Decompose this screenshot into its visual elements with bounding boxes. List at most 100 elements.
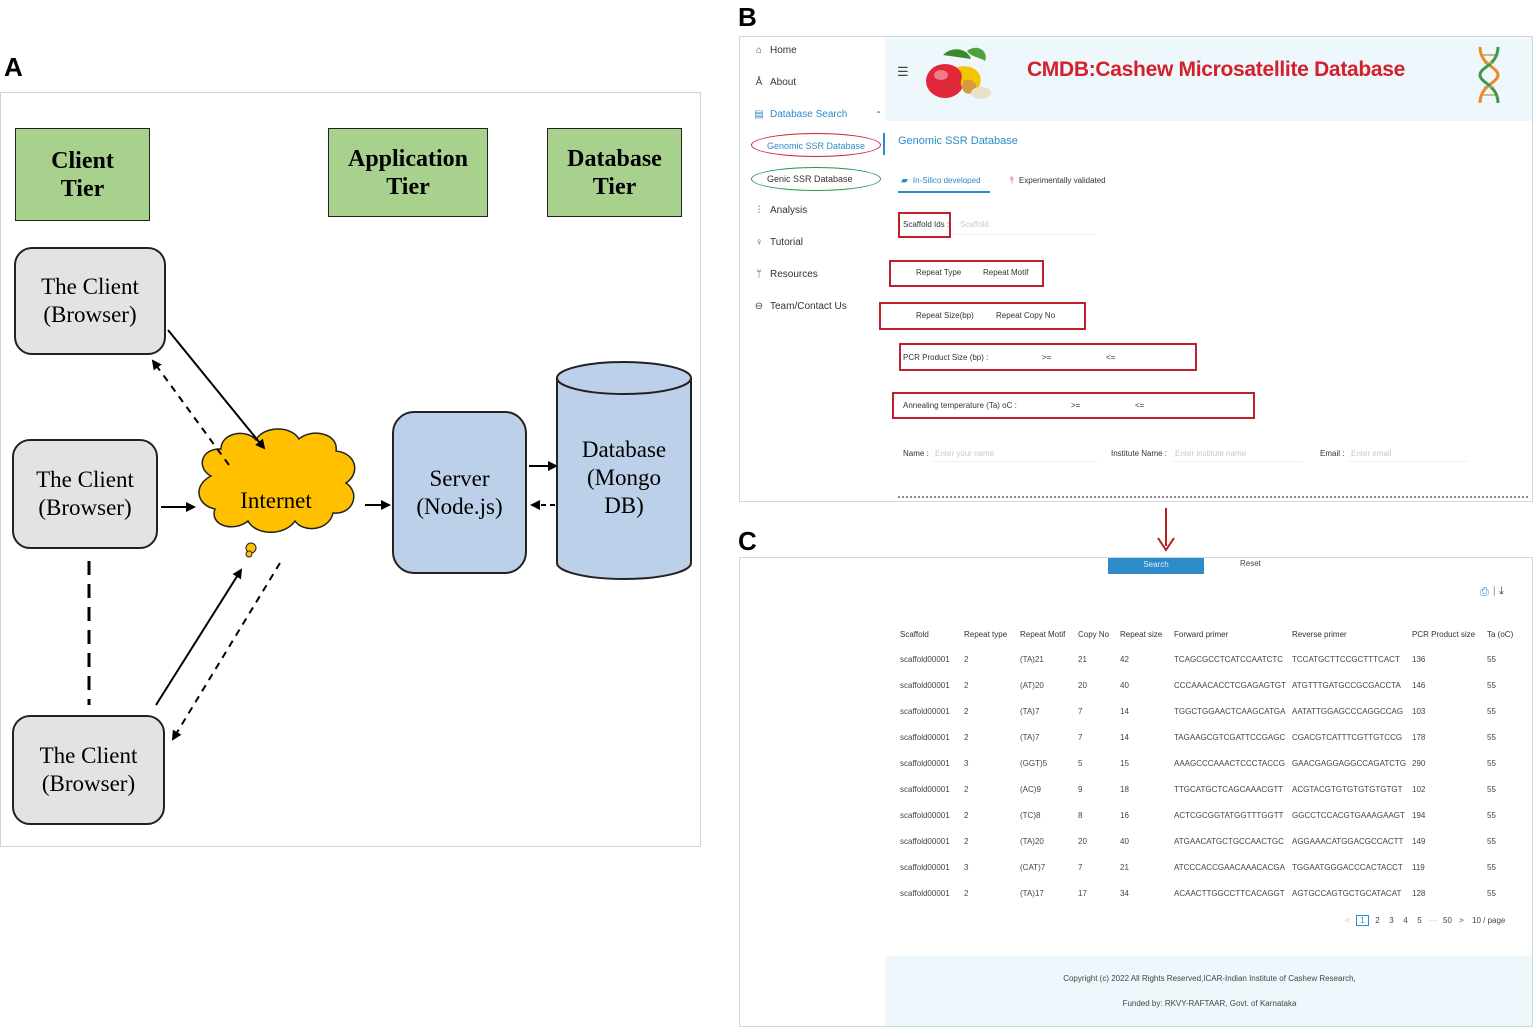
col-pcr-size[interactable]: PCR Product size	[1412, 629, 1476, 639]
cell-repeat-size: 18	[1120, 784, 1129, 794]
pagination-next[interactable]: >	[1459, 916, 1464, 925]
email-label: Email :	[1320, 449, 1345, 458]
table-header-row: Scaffold Repeat type Repeat Motif Copy N…	[900, 622, 1523, 646]
cell-ta: 55	[1487, 836, 1496, 846]
page-size-select[interactable]: 10 / page	[1472, 916, 1506, 925]
name-input[interactable]: Enter your name	[932, 445, 1097, 462]
cell-ta: 55	[1487, 654, 1496, 664]
pagination-page-5[interactable]: 5	[1417, 916, 1422, 925]
site-title: CMDB:Cashew Microsatellite Database	[1026, 58, 1406, 81]
col-repeat-type[interactable]: Repeat type	[964, 629, 1008, 639]
nav-home[interactable]: ⌂ Home	[754, 45, 797, 56]
pagination-page-50[interactable]: 50	[1443, 916, 1452, 925]
nav-resources[interactable]: ᛘ Resources	[754, 269, 818, 280]
branch-icon: ᛘ	[756, 269, 762, 280]
email-input[interactable]: Enter email	[1348, 445, 1468, 462]
cell-scaffold: scaffold00001	[900, 706, 950, 716]
col-repeat-motif[interactable]: Repeat Motif	[1020, 629, 1066, 639]
cell-ta: 55	[1487, 862, 1496, 872]
chart-icon: ⫶	[757, 205, 761, 216]
search-form-screenshot: ☰ CMDB:Cashew Microsatellite Database ⌂ …	[739, 36, 1533, 502]
menu-toggle-icon[interactable]: ☰	[897, 64, 909, 79]
repeat-type-select[interactable]: Repeat Type	[916, 268, 962, 277]
tab-in-silico[interactable]: ▰ In-Silico developed	[901, 175, 981, 186]
scaffold-label: Scaffold Ids :	[903, 220, 950, 229]
footer: Copyright (c) 2022 All Rights Reserved,I…	[885, 956, 1532, 1026]
cell-reverse-primer: AATATTGGAGCCCAGGCCAG	[1292, 706, 1404, 716]
nav-about-label: About	[770, 77, 797, 88]
cell-repeat-motif: (GGT)5	[1020, 758, 1048, 768]
nav-team-contact[interactable]: ⊖ Team/Contact Us	[754, 301, 847, 312]
pagination-page-3[interactable]: 3	[1389, 916, 1394, 925]
cell-reverse-primer: GGCCTCCACGTGAAAGAAGT	[1292, 810, 1405, 820]
col-reverse-primer[interactable]: Reverse primer	[1292, 629, 1347, 639]
cell-forward-primer: ATCCCACCGAACAAACACGA	[1174, 862, 1285, 872]
scaffold-input[interactable]: Scaffold	[954, 214, 1096, 235]
pagination-page-2[interactable]: 2	[1375, 916, 1380, 925]
nav-analysis[interactable]: ⫶ Analysis	[754, 205, 808, 216]
pcr-size-highlight-box	[899, 343, 1197, 371]
reset-button[interactable]: Reset	[1240, 559, 1261, 568]
search-button[interactable]: Search	[1108, 558, 1204, 574]
nav-tutorial[interactable]: ♀ Tutorial	[754, 237, 803, 248]
cell-pcr-size: 136	[1412, 654, 1426, 664]
cell-copy-no: 8	[1078, 810, 1083, 820]
cell-repeat-type: 2	[964, 706, 969, 716]
pagination-ellipsis[interactable]: ···	[1429, 916, 1438, 925]
cell-repeat-size: 16	[1120, 810, 1129, 820]
repeat-motif-select[interactable]: Repeat Motif	[983, 268, 1029, 277]
col-copy-no[interactable]: Copy No	[1078, 629, 1110, 639]
tab-experimentally-validated-label: Experimentally validated	[1018, 176, 1106, 185]
col-repeat-size[interactable]: Repeat size	[1120, 629, 1163, 639]
dna-helix-icon	[1478, 46, 1500, 104]
institute-input[interactable]: Enter institute name	[1172, 445, 1302, 462]
nav-database-search[interactable]: ▤ Database Search ⌃	[754, 109, 882, 120]
architecture-diagram-panel: Client Tier Application Tier Database Ti…	[0, 92, 701, 847]
application-tier-box: Application Tier	[328, 128, 488, 217]
repeat-size-select[interactable]: Repeat Size(bp)	[916, 311, 974, 320]
cell-pcr-size: 119	[1412, 862, 1425, 872]
cell-repeat-size: 34	[1120, 888, 1129, 898]
cell-pcr-size: 146	[1412, 680, 1426, 690]
database-label: Database (Mongo DB)	[581, 437, 667, 518]
cell-reverse-primer: ATGTTTGATGCCGCGACCTA	[1292, 680, 1401, 690]
cell-copy-no: 21	[1078, 654, 1087, 664]
pcr-gte-label: >=	[1042, 353, 1052, 362]
col-forward-primer[interactable]: Forward primer	[1174, 629, 1229, 639]
active-tab-underline	[898, 191, 990, 193]
cell-scaffold: scaffold00001	[900, 680, 950, 690]
cell-scaffold: scaffold00001	[900, 784, 950, 794]
repeat-size-highlight-box	[879, 302, 1086, 330]
server-box: Server (Node.js)	[392, 411, 527, 574]
print-icon[interactable]: ⎙	[1480, 586, 1489, 598]
cell-reverse-primer: CGACGTCATTTCGTTGTCCG	[1292, 732, 1403, 742]
repeat-copy-select[interactable]: Repeat Copy No	[996, 311, 1056, 320]
cell-scaffold: scaffold00001	[900, 888, 950, 898]
panel-label-c: C	[738, 526, 757, 556]
nav-team-contact-label: Team/Contact Us	[770, 301, 847, 312]
cell-ta: 55	[1487, 758, 1496, 768]
nav-genomic-ssr[interactable]: Genomic SSR Database	[767, 141, 866, 151]
database-tier-box: Database Tier	[547, 128, 682, 217]
cell-copy-no: 5	[1078, 758, 1083, 768]
download-icon[interactable]: ⤓	[1499, 585, 1504, 597]
col-scaffold[interactable]: Scaffold	[900, 629, 929, 639]
nav-genic-ssr[interactable]: Genic SSR Database	[767, 174, 853, 184]
pagination-page-4[interactable]: 4	[1403, 916, 1408, 925]
tab-experimentally-validated[interactable]: ⫯ Experimentally validated	[1010, 175, 1106, 186]
pagination-prev[interactable]: <	[1345, 916, 1350, 925]
col-ta[interactable]: Ta (oC)	[1487, 629, 1514, 639]
pagination-page-1[interactable]: 1	[1356, 915, 1369, 926]
cell-forward-primer: ATGAACATGCTGCCAACTGC	[1174, 836, 1284, 846]
cell-copy-no: 9	[1078, 784, 1083, 794]
nav-about[interactable]: Å About	[754, 77, 796, 88]
database-icon: ▤	[754, 109, 764, 120]
cell-repeat-size: 40	[1120, 680, 1129, 690]
database-cylinder	[556, 361, 692, 580]
